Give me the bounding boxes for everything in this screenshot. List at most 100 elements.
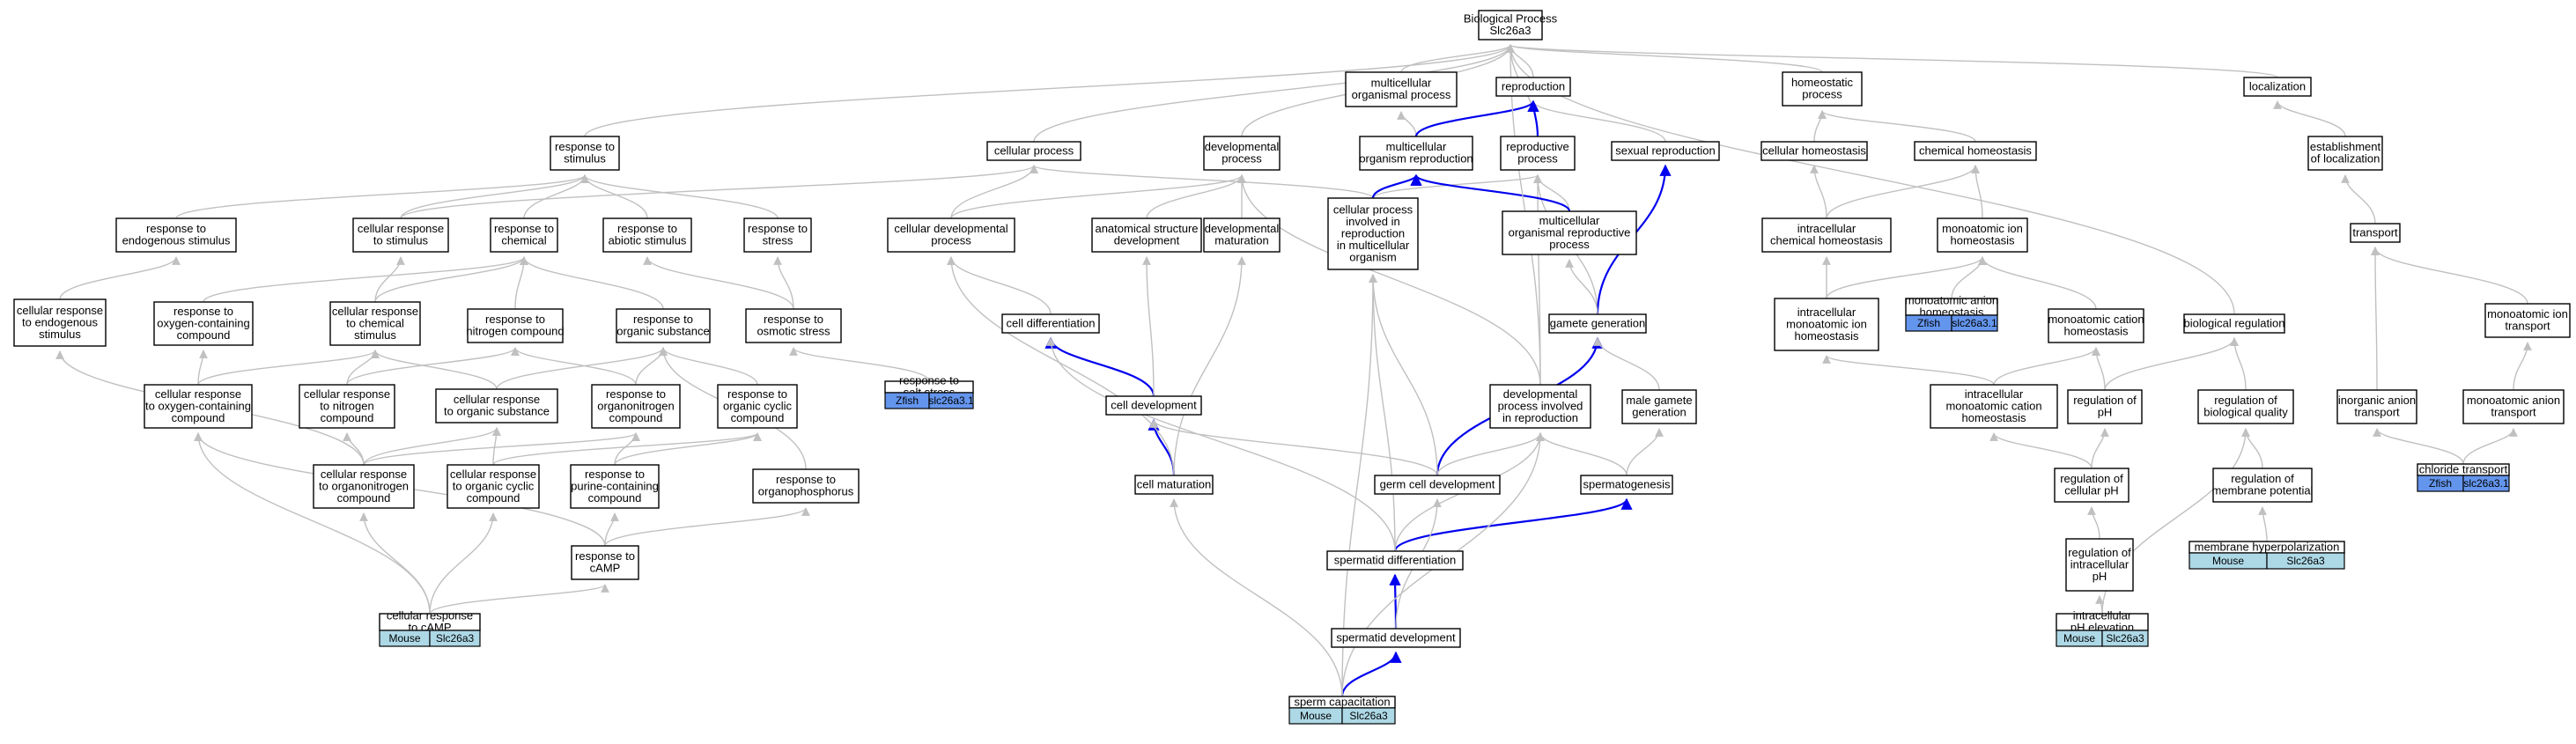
go-term-rtss[interactable]: response tosalt stressZfishslc26a3.1	[884, 374, 974, 409]
term-box[interactable]	[2484, 303, 2571, 338]
term-box[interactable]	[1478, 10, 1543, 41]
term-box[interactable]	[1500, 136, 1576, 171]
term-box[interactable]	[1374, 475, 1501, 495]
term-box[interactable]	[313, 464, 415, 509]
go-term-gcd[interactable]: germ cell development	[1374, 475, 1501, 495]
go-term-bioreg[interactable]: biological regulation	[2183, 313, 2285, 334]
term-box[interactable]	[1761, 217, 1892, 253]
term-box[interactable]	[2307, 136, 2383, 171]
term-box[interactable]	[1326, 550, 1464, 571]
term-box[interactable]	[1548, 313, 1647, 334]
go-term-cellp[interactable]: cellular process	[986, 141, 1081, 161]
term-box[interactable]	[1930, 384, 2058, 429]
term-box[interactable]	[1489, 384, 1591, 429]
term-box[interactable]	[2183, 313, 2285, 334]
term-box[interactable]	[745, 308, 842, 343]
go-term-sdiff[interactable]: spermatid differentiation	[1326, 550, 1464, 571]
go-term-gamgen[interactable]: gamete generation	[1548, 313, 1647, 334]
term-box[interactable]	[2065, 538, 2134, 592]
term-box[interactable]	[2048, 308, 2144, 343]
term-box[interactable]	[2336, 389, 2417, 424]
term-box[interactable]	[1760, 141, 1868, 161]
term-box[interactable]	[752, 468, 860, 504]
term-box[interactable]	[1203, 136, 1281, 171]
term-box[interactable]	[447, 464, 540, 509]
term-box[interactable]	[743, 217, 812, 253]
term-box[interactable]	[1502, 210, 1637, 255]
term-box[interactable]	[1782, 71, 1863, 107]
go-term-spermgen[interactable]: spermatogenesis	[1580, 475, 1673, 495]
go-term-chemhomeo[interactable]: chemical homeostasis	[1914, 141, 2037, 161]
term-box[interactable]	[550, 136, 620, 171]
term-box[interactable]	[887, 217, 1015, 253]
term-box[interactable]	[2462, 389, 2565, 424]
term-box[interactable]	[1203, 217, 1281, 253]
term-box[interactable]	[570, 464, 660, 509]
term-box[interactable]	[2054, 468, 2129, 503]
term-box[interactable]	[13, 298, 107, 347]
term-box[interactable]	[153, 301, 254, 346]
term-box[interactable]	[591, 384, 681, 429]
go-term-local[interactable]: localization	[2243, 77, 2312, 97]
term-box[interactable]	[2212, 468, 2313, 503]
term-box[interactable]	[2243, 77, 2312, 97]
term-box[interactable]	[1105, 395, 1202, 416]
term-box[interactable]	[602, 217, 692, 253]
term-box[interactable]	[1001, 313, 1100, 334]
term-box[interactable]	[2067, 389, 2143, 424]
term-box[interactable]	[1495, 77, 1571, 97]
term-box[interactable]	[1611, 141, 1720, 161]
term-box[interactable]	[352, 217, 449, 253]
go-term-sexrep[interactable]: sexual reproduction	[1611, 141, 1720, 161]
term-box[interactable]	[1345, 71, 1458, 107]
term-box[interactable]	[1774, 298, 1879, 351]
term-box[interactable]	[616, 308, 711, 343]
term-box[interactable]	[144, 384, 253, 429]
go-term-sdev[interactable]: spermatid development	[1331, 628, 1461, 648]
go-term-celldev[interactable]: cell development	[1105, 395, 1202, 416]
go-term-repro[interactable]: reproduction	[1495, 77, 1571, 97]
term-box[interactable]	[1914, 141, 2037, 161]
term-box[interactable]	[1327, 197, 1419, 270]
term-box[interactable]	[1937, 217, 2028, 253]
term-box[interactable]	[1091, 217, 1202, 253]
term-box[interactable]	[115, 217, 237, 253]
